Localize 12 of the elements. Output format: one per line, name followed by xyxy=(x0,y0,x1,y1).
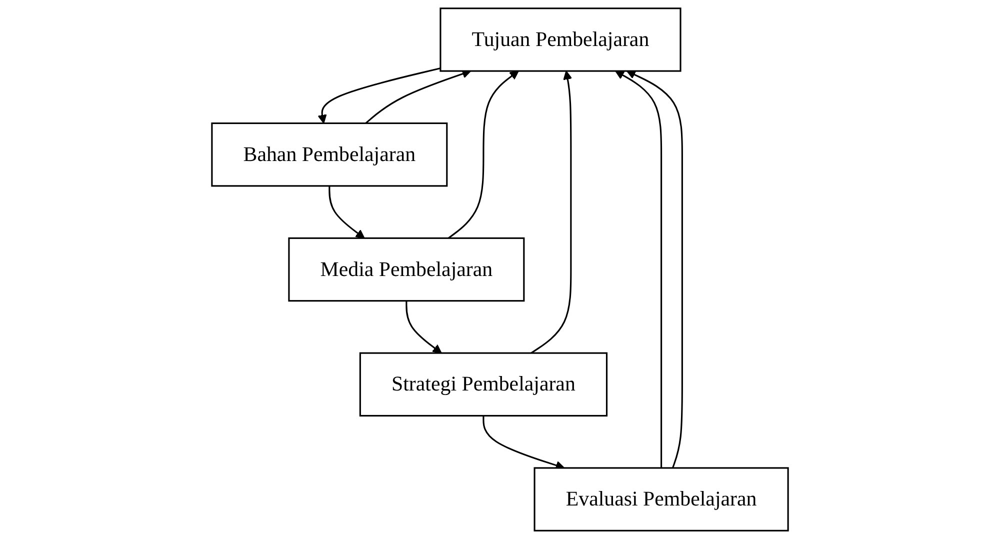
arrow xyxy=(406,300,442,354)
arrow xyxy=(615,70,662,468)
arrow xyxy=(626,70,683,468)
arrow xyxy=(530,70,572,354)
node-box: Tujuan Pembelajaran xyxy=(440,8,682,72)
node-box: Media Pembelajaran xyxy=(288,237,525,302)
arrow xyxy=(318,67,441,124)
arrow xyxy=(328,186,365,239)
arrow xyxy=(448,70,519,239)
node-box: Strategi Pembelajaran xyxy=(359,352,608,417)
node-box: Evaluasi Pembelajaran xyxy=(534,467,789,532)
node-box: Bahan Pembelajaran xyxy=(211,122,448,187)
